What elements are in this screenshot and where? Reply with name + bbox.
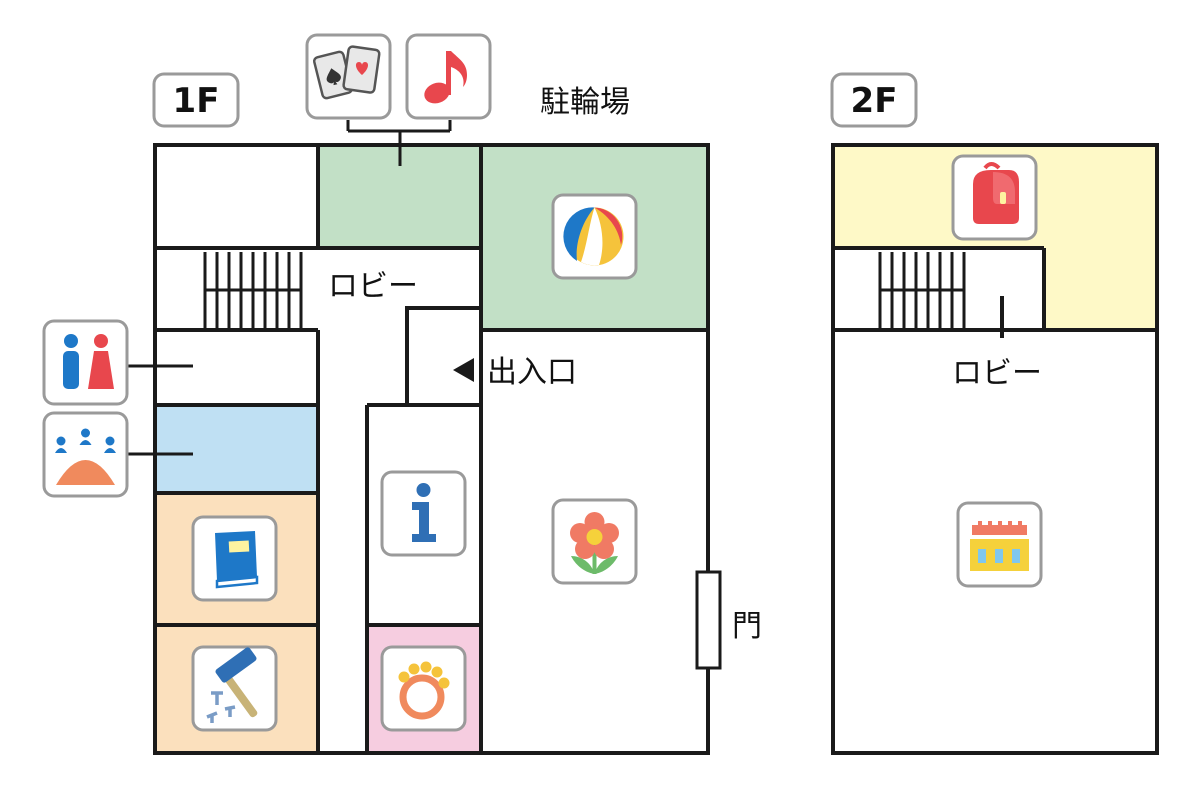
information-icon	[380, 470, 467, 557]
icon-connectors-1f	[128, 120, 452, 456]
book-icon	[191, 515, 278, 602]
gate-label: 門	[732, 609, 762, 644]
floor-1f-text: 1F	[173, 81, 220, 121]
floor-2f: 2F ロビー	[830, 72, 1159, 755]
stairs-1f	[203, 252, 303, 328]
bicycle-parking-label: 駐輪場	[540, 85, 630, 120]
outer-wall-1f	[153, 143, 710, 755]
floor-label-1f: 1F	[152, 72, 240, 128]
floor-1f: 1F 駐輪場 ロビー 出入口 門	[42, 33, 762, 755]
flower-icon	[551, 498, 638, 585]
building-icon	[956, 501, 1043, 588]
beach-ball-icon	[551, 193, 638, 280]
hammer-nails-icon	[191, 645, 278, 732]
restroom-icon	[42, 319, 129, 406]
interior-walls-1f	[155, 145, 708, 753]
lobby-2f-label: ロビー	[952, 356, 1042, 391]
floor-label-2f: 2F	[830, 72, 918, 128]
entrance-label: 出入口	[487, 355, 577, 390]
school-backpack-icon	[951, 154, 1038, 241]
interior-walls-2f	[833, 246, 1157, 338]
entrance-arrow-icon	[453, 358, 474, 382]
gate-marker	[695, 570, 722, 670]
playing-cards-icon	[305, 33, 392, 120]
stairs-2f	[878, 252, 966, 328]
ring-toy-icon	[380, 645, 467, 732]
music-note-icon	[405, 33, 492, 120]
audience-icon	[42, 411, 129, 498]
outer-wall-2f	[831, 143, 1159, 755]
floor-2f-text: 2F	[851, 81, 898, 121]
room-meeting	[155, 405, 318, 493]
lobby-1f-label: ロビー	[328, 269, 418, 304]
